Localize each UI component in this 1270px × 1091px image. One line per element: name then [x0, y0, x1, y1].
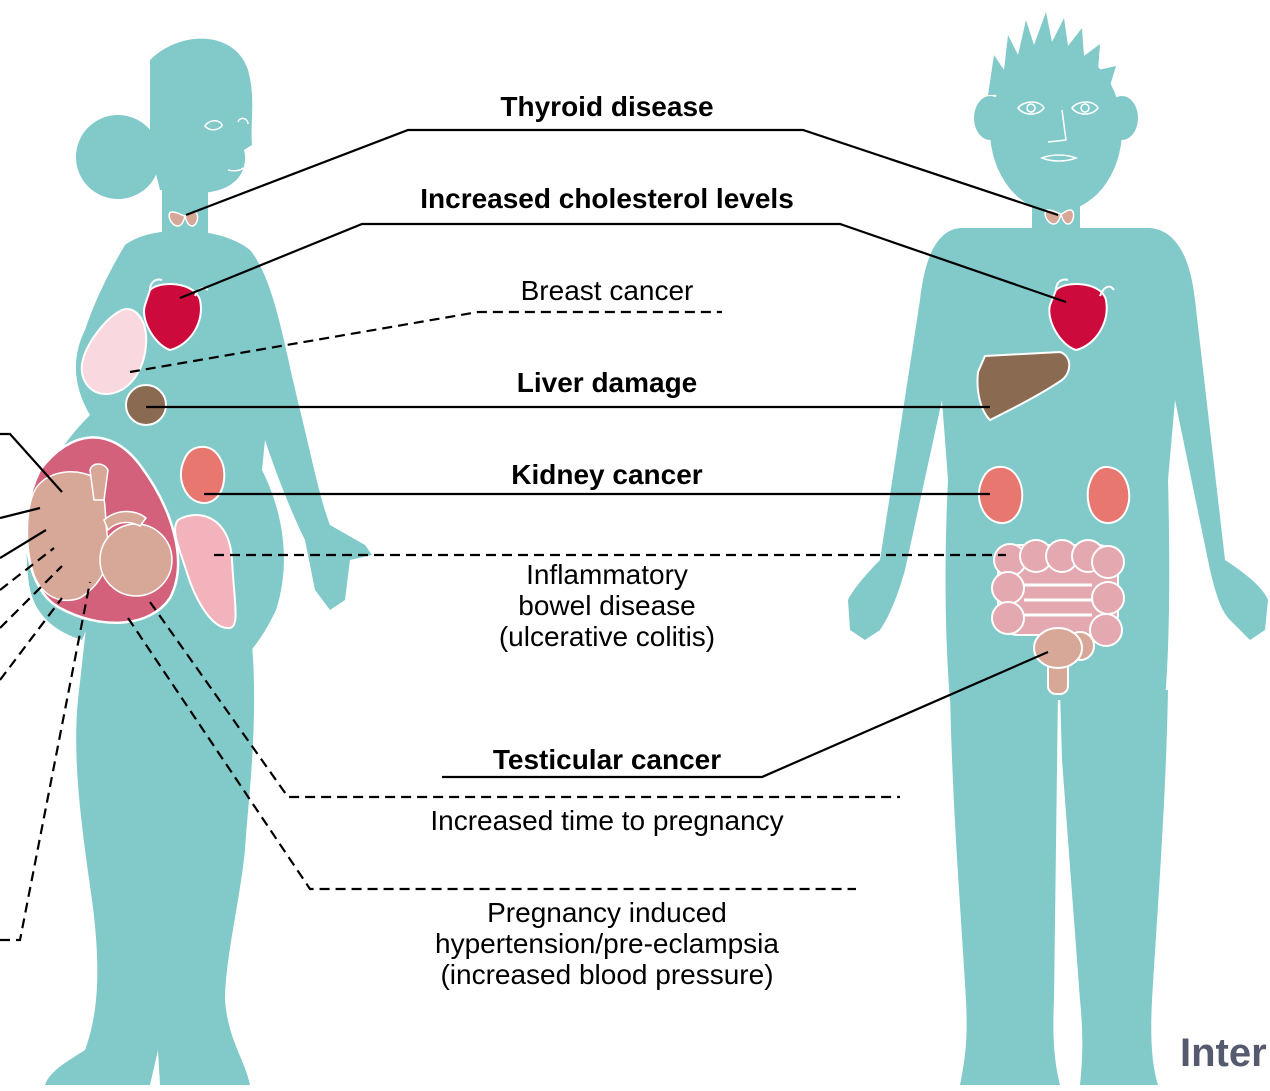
- label-ibd-line2: bowel disease: [518, 590, 695, 621]
- label-liver-damage: Liver damage: [517, 367, 698, 398]
- label-pregnancy-line2: hypertension/pre-eclampsia: [435, 928, 779, 959]
- label-ibd-line3: (ulcerative colitis): [499, 621, 715, 652]
- label-ibd-line1: Inflammatory: [526, 559, 688, 590]
- label-cholesterol: Increased cholesterol levels: [420, 183, 794, 214]
- label-kidney-cancer: Kidney cancer: [511, 459, 703, 490]
- line-fetal-6: [0, 598, 62, 680]
- label-pregnancy-line3: (increased blood pressure): [440, 959, 773, 990]
- male-kidney-right: [1088, 467, 1129, 523]
- female-liver: [126, 385, 166, 425]
- labels: Thyroid disease Increased cholesterol le…: [420, 91, 794, 990]
- label-pregnancy-line1: Pregnancy induced: [487, 897, 727, 928]
- label-testicular-cancer: Testicular cancer: [493, 744, 721, 775]
- label-time-to-pregnancy: Increased time to pregnancy: [430, 805, 783, 836]
- label-thyroid: Thyroid disease: [500, 91, 713, 122]
- watermark: Inter: [1180, 1031, 1267, 1075]
- label-breast-cancer: Breast cancer: [521, 275, 694, 306]
